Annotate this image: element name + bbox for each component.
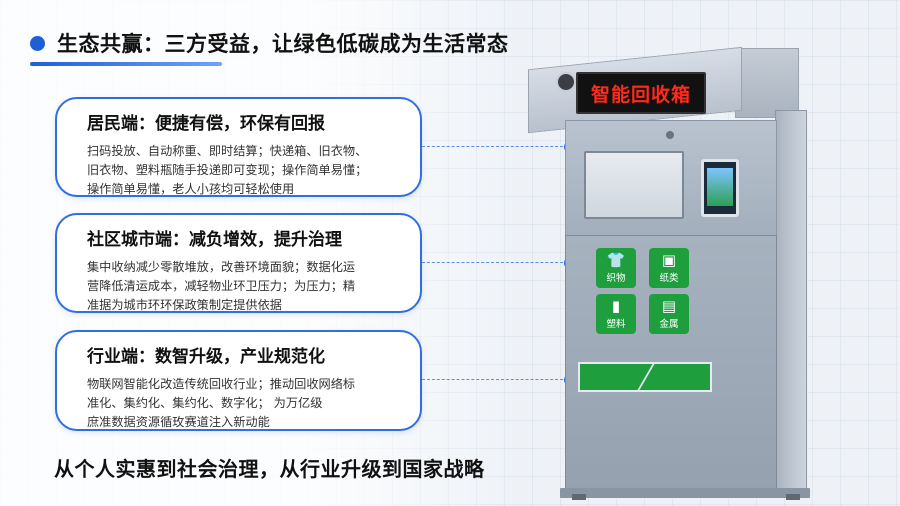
- card-line: 准化、集约化、集约化、数字化； 为万亿级: [87, 396, 323, 410]
- card-body: 扫码投放、自动称重、即时结算；快递箱、旧衣物、 旧衣物、塑料瓶随手投递即可变现；…: [87, 142, 400, 199]
- card-title: 居民端：便捷有偿，环保有回报: [87, 114, 325, 134]
- drop-door: [578, 362, 712, 392]
- card-line: 准据为城市环环保政策制定提供依据: [87, 298, 282, 312]
- machine-foot: [572, 494, 586, 500]
- category-label: 塑料: [606, 319, 626, 330]
- machine-foot: [786, 494, 800, 500]
- footer-tagline: 从个人实惠到社会治理，从行业升级到国家战略: [54, 457, 485, 481]
- category-label: 纸类: [659, 273, 679, 284]
- category-label: 金属: [659, 319, 679, 330]
- card-title: 行业端：数智升级，产业规范化: [87, 347, 325, 367]
- category-label: 织物: [606, 273, 626, 284]
- card-industry: 行业端：数智升级，产业规范化 物联网智能化改造传统回收行业；推动回收网络标 准化…: [55, 330, 422, 431]
- drop-door-divider: [637, 364, 655, 390]
- card-community-city: 社区城市端：减负增效，提升治理 集中收纳减少零散堆放，改善环境面貌；数据化运 营…: [55, 213, 422, 313]
- sensor-icon: [666, 131, 674, 139]
- category-button-metal: ▤ 金属: [649, 294, 689, 334]
- connector-line: [422, 146, 568, 147]
- canopy-side: [735, 48, 799, 118]
- card-line: 旧衣物、塑料瓶随手投递即可变现；操作简单易懂；: [87, 163, 368, 177]
- category-button-textile: 👕 织物: [596, 248, 636, 288]
- deposit-slot: [584, 151, 684, 219]
- card-body: 集中收纳减少零散堆放，改善环境面貌；数据化运 营降低清运成本，减轻物业环卫压力；…: [87, 258, 400, 315]
- card-body: 物联网智能化改造传统回收行业；推动回收网络标 准化、集约化、集约化、数字化； 为…: [87, 375, 400, 432]
- box-icon: ▣: [661, 251, 677, 269]
- screen-display: [707, 168, 733, 206]
- machine-side-panel: [775, 110, 807, 490]
- connector-line: [422, 379, 568, 380]
- card-line: 扫码投放、自动称重、即时结算；快递箱、旧衣物、: [87, 144, 368, 158]
- camera-icon: [556, 72, 576, 92]
- machine-lower-body: 👕 织物 ▣ 纸类 ▮ 塑料 ▤ 金属: [565, 235, 777, 492]
- smart-recycling-machine: 智能回收箱 👕 织物 ▣ 纸类 ▮ 塑料 ▤ 金属: [520, 40, 810, 500]
- card-line: 营降低清运成本，减轻物业环卫压力；为压力；精: [87, 279, 356, 293]
- card-residents: 居民端：便捷有偿，环保有回报 扫码投放、自动称重、即时结算；快递箱、旧衣物、 旧…: [55, 97, 422, 197]
- shirt-icon: 👕: [606, 251, 626, 269]
- category-button-paper: ▣ 纸类: [649, 248, 689, 288]
- machine-base: [560, 488, 810, 498]
- page-title: 生态共赢：三方受益，让绿色低碳成为生活常态: [57, 32, 509, 56]
- card-line: 庶准数据资源循玫赛道注入新动能: [87, 415, 270, 429]
- card-line: 操作简单易懂，老人小孩均可轻松使用: [87, 182, 295, 196]
- page-header: 生态共赢：三方受益，让绿色低碳成为生活常态: [30, 28, 509, 58]
- can-icon: ▤: [661, 297, 677, 315]
- bullet-dot-icon: [30, 35, 45, 51]
- led-sign: 智能回收箱: [576, 72, 706, 114]
- title-underline: [30, 62, 222, 66]
- card-line: 物联网智能化改造传统回收行业；推动回收网络标: [87, 377, 356, 391]
- card-line: 集中收纳减少零散堆放，改善环境面貌；数据化运: [87, 260, 356, 274]
- touch-screen: [701, 159, 739, 217]
- card-title: 社区城市端：减负增效，提升治理: [87, 230, 342, 250]
- category-button-plastic: ▮ 塑料: [596, 294, 636, 334]
- bottle-icon: ▮: [611, 297, 621, 315]
- connector-line: [422, 262, 568, 263]
